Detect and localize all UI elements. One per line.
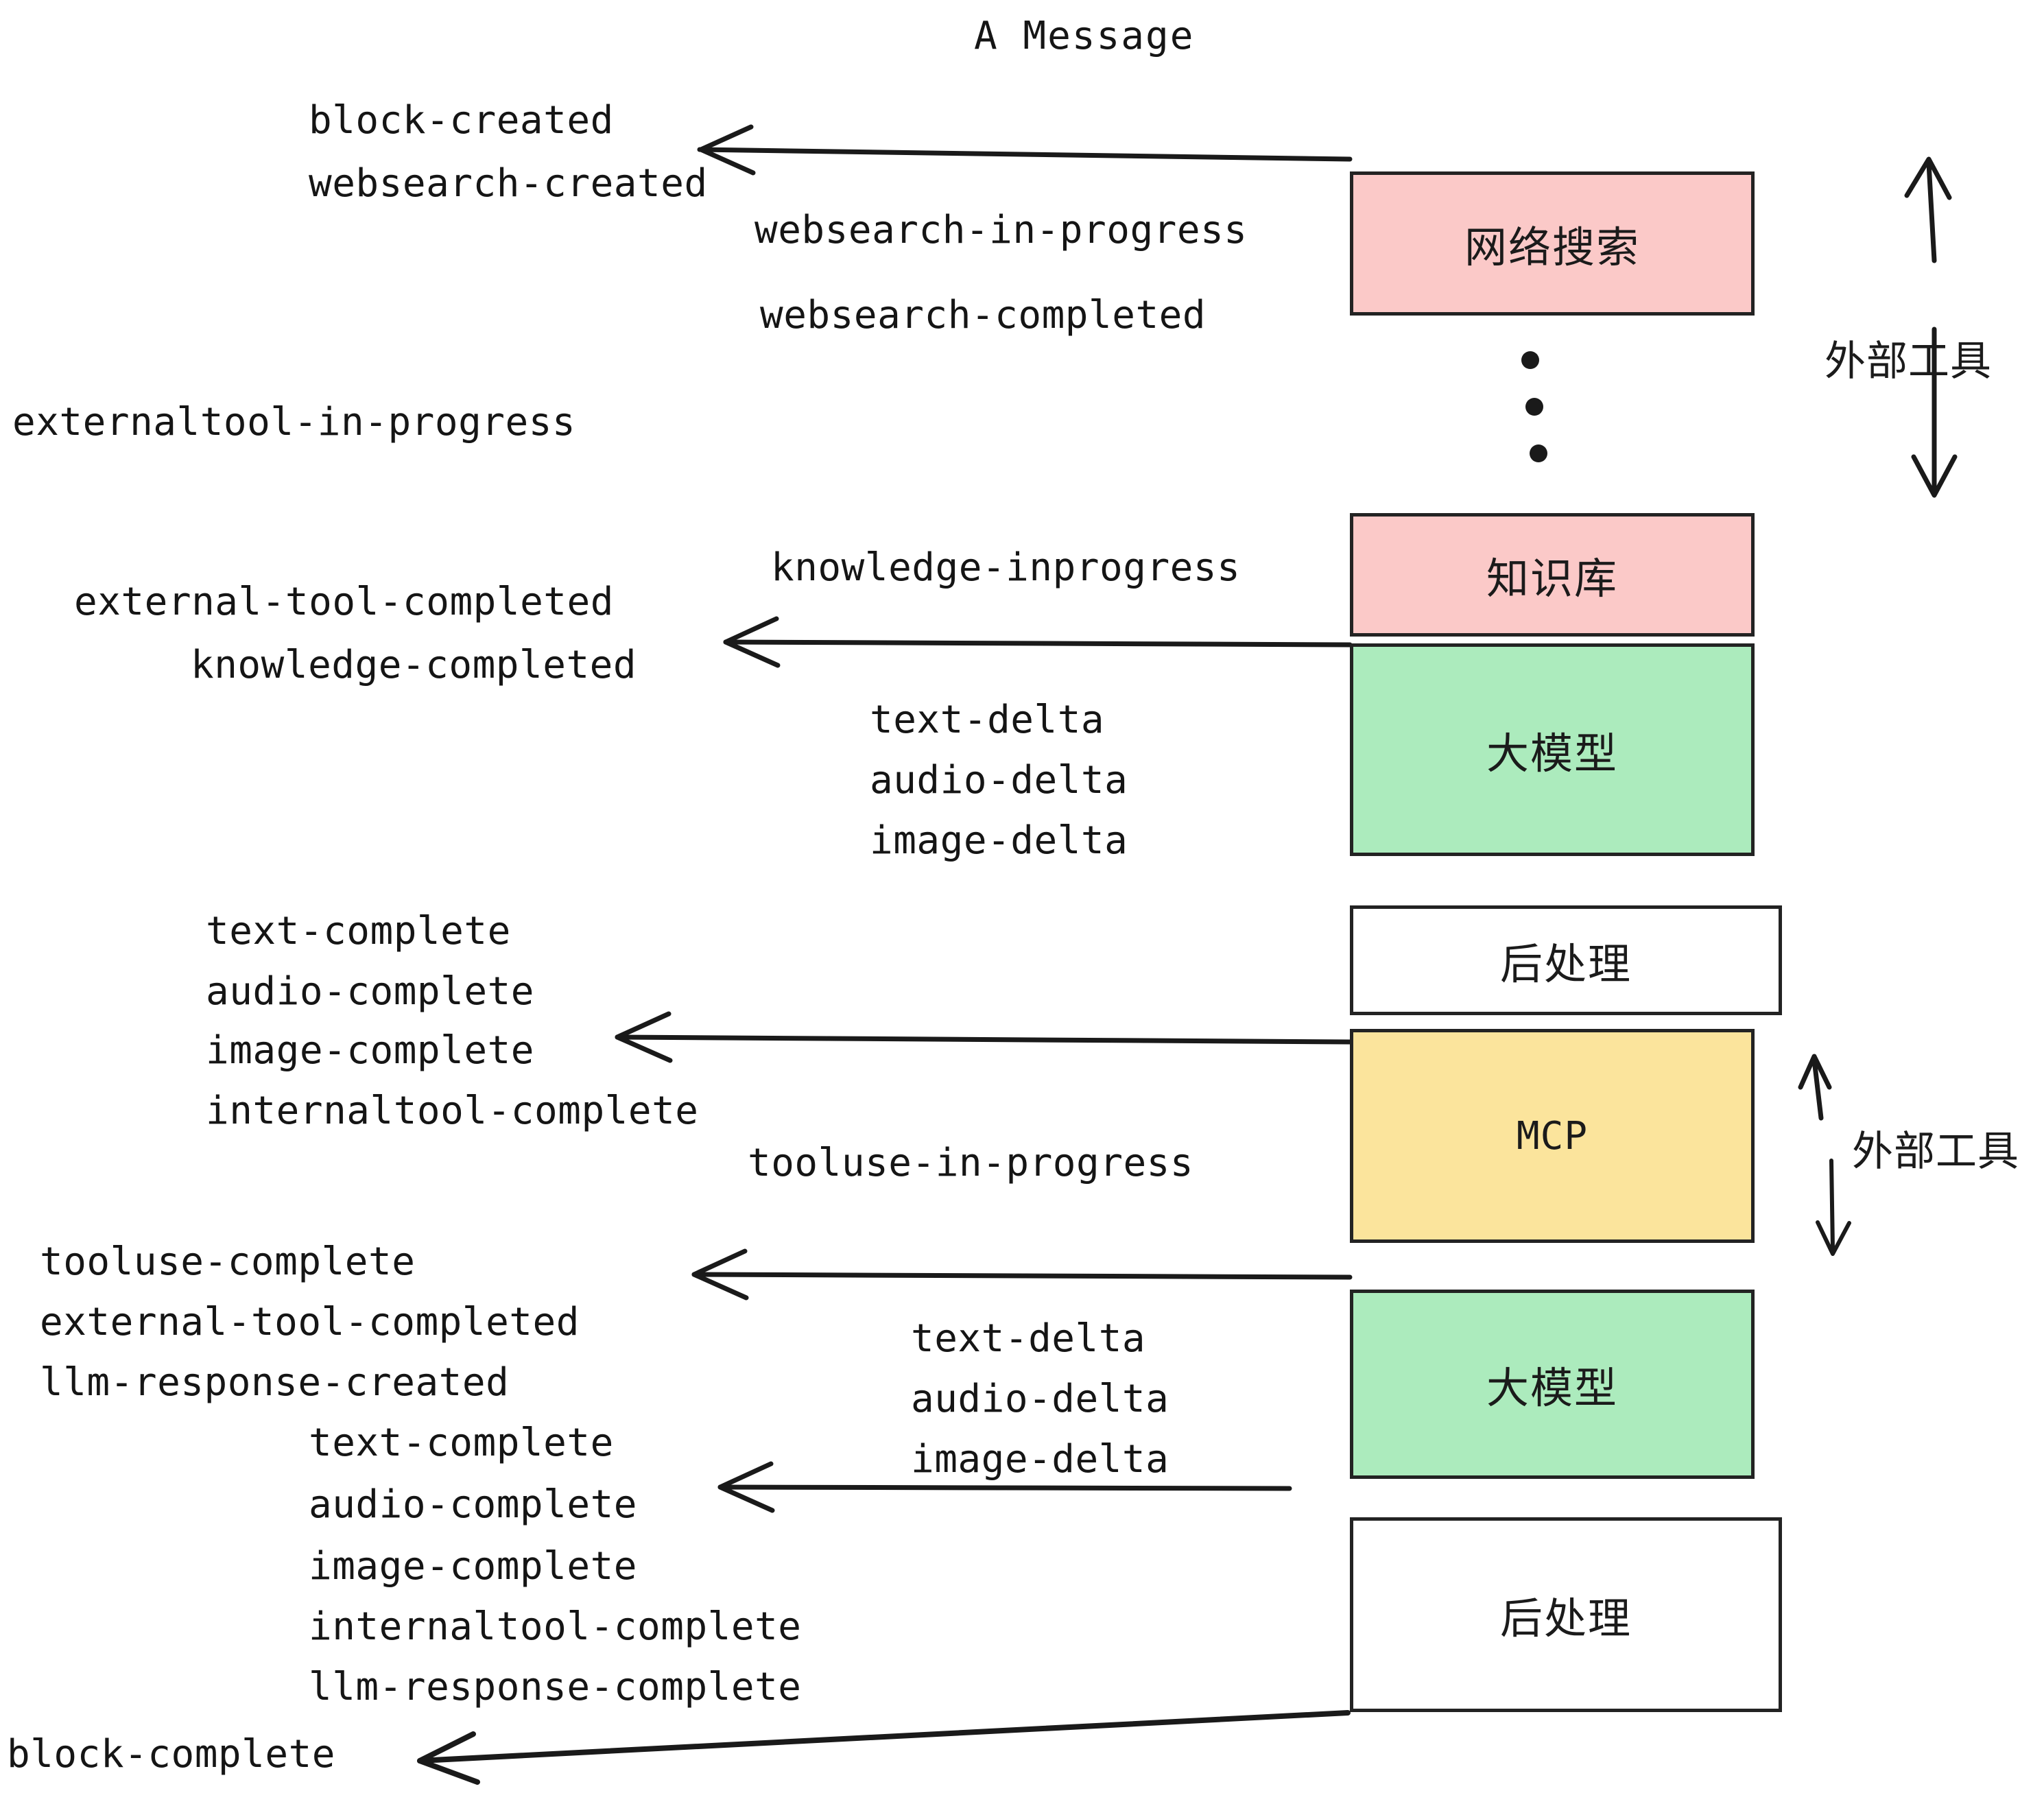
event-llm-response-complete: llm-response-complete	[309, 1665, 802, 1709]
box-label-knowledge: 知识库	[1486, 554, 1618, 604]
box-mcp[interactable]: MCP	[1350, 1029, 1755, 1243]
ellipsis-dot-icon	[1530, 444, 1547, 462]
side-label-external-tools-top: 外部工具	[1825, 337, 1992, 385]
event-audio-complete-first: audio-complete	[206, 969, 535, 1014]
box-websearch[interactable]: 网络搜索	[1350, 171, 1755, 316]
event-text-delta-second: text-delta	[911, 1316, 1146, 1361]
arrow-websearch-to-block-created	[697, 124, 1353, 176]
box-label-llm-second: 大模型	[1486, 1363, 1618, 1413]
event-internaltool-complete-second: internaltool-complete	[309, 1604, 802, 1649]
event-block-created: block-created	[309, 98, 614, 143]
event-text-complete-first: text-complete	[206, 909, 511, 953]
box-label-llm-first: 大模型	[1486, 728, 1618, 779]
event-knowledge-completed: knowledge-completed	[191, 643, 637, 687]
box-llm-second[interactable]: 大模型	[1350, 1290, 1755, 1479]
event-llm-response-created: llm-response-created	[40, 1360, 510, 1405]
diagram-title: A Message	[974, 14, 1195, 58]
arrow-knowledge-to-knowledge-completed	[723, 616, 1353, 668]
event-websearch-in-progress: websearch-in-progress	[754, 208, 1248, 252]
box-label-mcp: MCP	[1516, 1113, 1589, 1159]
external-tools-arrow-top	[1904, 156, 1958, 498]
event-websearch-created: websearch-created	[309, 161, 708, 206]
event-block-complete: block-complete	[7, 1732, 336, 1777]
event-external-tool-completed-second: external-tool-completed	[40, 1300, 580, 1344]
box-label-websearch: 网络搜索	[1464, 222, 1640, 272]
event-audio-complete-second: audio-complete	[309, 1482, 638, 1527]
event-tooluse-complete: tooluse-complete	[40, 1239, 416, 1284]
box-label-postprocess-second: 后处理	[1499, 1593, 1632, 1643]
box-llm-first[interactable]: 大模型	[1350, 643, 1755, 856]
event-internaltool-complete-first: internaltool-complete	[206, 1089, 699, 1133]
external-tools-arrow-bottom	[1798, 1054, 1851, 1256]
event-tooluse-in-progress: tooluse-in-progress	[748, 1141, 1194, 1185]
event-text-delta-first: text-delta	[870, 698, 1105, 742]
arrow-mcp-to-tooluse-complete	[691, 1248, 1353, 1301]
event-audio-delta-second: audio-delta	[911, 1377, 1169, 1421]
box-label-postprocess-first: 后处理	[1499, 939, 1632, 989]
event-image-delta-first: image-delta	[870, 818, 1128, 863]
event-external-tool-completed-first: external-tool-completed	[74, 580, 614, 624]
event-externaltool-in-progress: externaltool-in-progress	[12, 400, 576, 444]
ellipsis-dot-icon	[1525, 398, 1543, 416]
side-label-external-tools-bottom: 外部工具	[1852, 1128, 2019, 1176]
arrow-postprocess1-to-image-complete	[615, 1011, 1353, 1063]
event-image-complete-first: image-complete	[206, 1028, 535, 1073]
event-text-complete-second: text-complete	[309, 1421, 614, 1465]
event-websearch-completed: websearch-completed	[760, 293, 1207, 337]
ellipsis-dot-icon	[1521, 351, 1539, 369]
event-knowledge-inprogress: knowledge-inprogress	[771, 545, 1241, 590]
box-postprocess-first[interactable]: 后处理	[1350, 905, 1782, 1015]
event-audio-delta-first: audio-delta	[870, 758, 1128, 803]
box-postprocess-second[interactable]: 后处理	[1350, 1517, 1782, 1712]
box-knowledge[interactable]: 知识库	[1350, 513, 1755, 637]
arrow-postprocess2-to-block-complete	[417, 1710, 1351, 1785]
event-image-delta-second: image-delta	[911, 1437, 1169, 1482]
event-image-complete-second: image-complete	[309, 1544, 638, 1589]
